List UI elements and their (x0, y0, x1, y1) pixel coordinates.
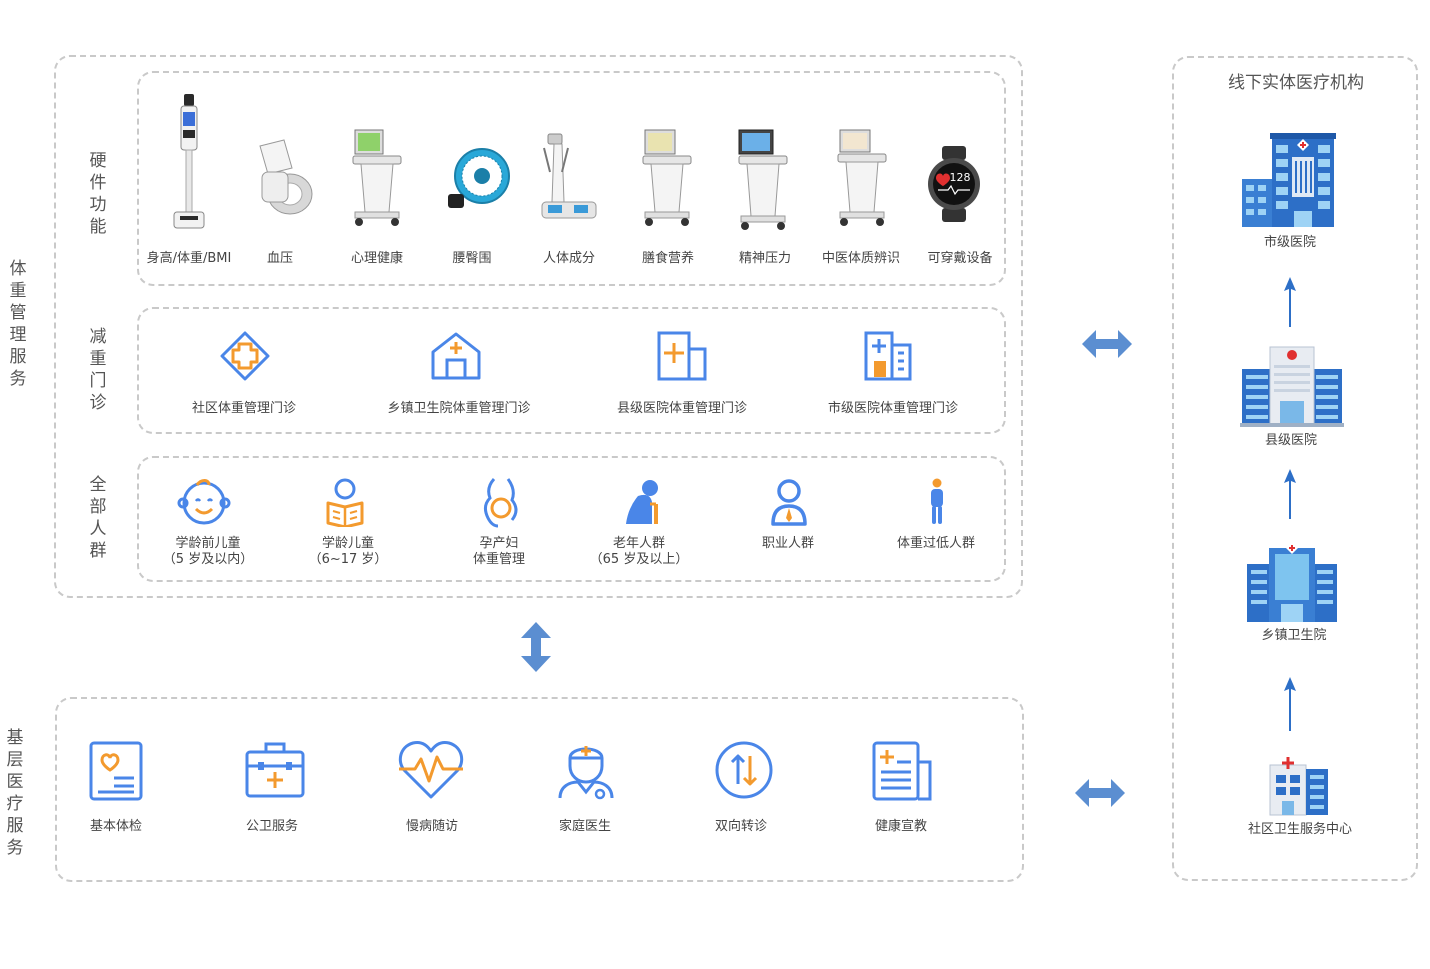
health-checkup-icon (88, 740, 144, 802)
hardware-item: 精神压力 (738, 251, 792, 266)
upward-arrow-icon (1283, 275, 1297, 329)
horizontal-double-arrow-icon (1073, 777, 1127, 809)
population-item-sub: （6~17 岁） (308, 552, 388, 567)
community-clinic-icon (219, 330, 271, 382)
primary-service-item: 公卫服务 (245, 819, 299, 834)
city-hospital-building-icon (1240, 133, 1336, 229)
population-item-sub: 体重管理 (472, 552, 526, 567)
primary-care-label: 基层医疗服务 (6, 728, 24, 858)
county-clinic-icon (655, 329, 709, 383)
underweight-person-icon (927, 478, 947, 526)
hardware-item: 心理健康 (350, 251, 404, 266)
hardware-item: 人体成分 (542, 251, 596, 266)
mental-stress-kiosk-icon (735, 128, 791, 232)
township-clinic-icon (429, 330, 483, 382)
county-hospital-building-icon (1240, 345, 1344, 427)
institution-name: 乡镇卫生院 (1261, 628, 1327, 643)
elderly-person-icon (622, 478, 666, 526)
primary-service-item: 健康宣教 (874, 819, 928, 834)
school-child-icon (325, 477, 365, 527)
clinic-panel (137, 307, 1006, 434)
institution-name: 社区卫生服务中心 (1247, 822, 1353, 837)
watch-reading: 128 (950, 171, 971, 184)
population-item-sub: （65 岁及以上） (589, 552, 689, 567)
body-composition-analyzer-icon (540, 132, 600, 222)
hardware-item: 血压 (266, 251, 294, 266)
hardware-label: 硬件功能 (89, 151, 107, 237)
smartwatch-icon: 128 (926, 146, 982, 222)
city-clinic-icon (862, 329, 916, 383)
blood-pressure-monitor-icon (254, 138, 314, 218)
population-label: 全部人群 (89, 475, 107, 561)
diet-nutrition-kiosk-icon (639, 128, 695, 228)
upward-arrow-icon (1283, 467, 1297, 521)
two-way-referral-icon (714, 740, 774, 800)
hardware-item: 中医体质辨识 (821, 251, 901, 266)
weight-management-panel (54, 55, 1023, 598)
population-item: 孕产妇 (479, 536, 519, 551)
preschool-child-icon (177, 475, 231, 527)
population-item-sub: （5 岁及以内） (162, 552, 254, 567)
clinic-item: 乡镇卫生院体重管理门诊 (387, 401, 531, 416)
primary-service-item: 基本体检 (89, 819, 143, 834)
primary-service-item: 双向转诊 (714, 819, 768, 834)
primary-service-item: 家庭医生 (558, 819, 612, 834)
upward-arrow-icon (1283, 675, 1297, 733)
primary-care-panel (55, 697, 1024, 882)
township-health-center-building-icon (1245, 540, 1339, 624)
primary-service-item: 慢病随访 (405, 819, 459, 834)
institution-name: 市级医院 (1263, 235, 1317, 250)
community-health-center-building-icon (1268, 757, 1330, 817)
family-doctor-icon (556, 740, 616, 800)
population-panel (137, 456, 1006, 582)
hardware-item: 身高/体重/BMI (146, 251, 232, 266)
population-item: 职业人群 (761, 536, 815, 551)
tcm-constitution-kiosk-icon (834, 128, 890, 228)
clinic-item: 市级医院体重管理门诊 (827, 401, 959, 416)
horizontal-double-arrow-icon (1080, 328, 1134, 360)
institutions-title: 线下实体医疗机构 (1228, 73, 1364, 93)
clinic-item: 社区体重管理门诊 (191, 401, 297, 416)
population-item: 学龄儿童 (321, 536, 375, 551)
public-health-kit-icon (244, 740, 306, 800)
institutions-panel (1172, 56, 1418, 881)
weight-management-label: 体重管理服务 (9, 259, 27, 389)
height-weight-scale-icon (170, 92, 210, 232)
health-education-icon (871, 740, 933, 802)
vertical-double-arrow-icon (519, 620, 553, 674)
population-item: 学龄前儿童 (175, 536, 241, 551)
pregnant-woman-icon (480, 476, 522, 528)
hardware-item: 腰臀围 (452, 251, 492, 266)
clinic-label: 减重门诊 (89, 327, 107, 413)
institution-name: 县级医院 (1264, 433, 1318, 448)
hardware-panel (137, 71, 1006, 286)
psychology-kiosk-icon (349, 128, 405, 228)
hardware-item: 可穿戴设备 (927, 251, 993, 266)
hardware-item: 膳食营养 (641, 251, 695, 266)
clinic-item: 县级医院体重管理门诊 (616, 401, 748, 416)
population-item: 体重过低人群 (896, 536, 976, 551)
population-item: 老年人群 (612, 536, 666, 551)
chronic-followup-icon (397, 739, 465, 801)
working-adult-icon (770, 478, 808, 526)
waist-hip-tape-icon (446, 146, 510, 212)
